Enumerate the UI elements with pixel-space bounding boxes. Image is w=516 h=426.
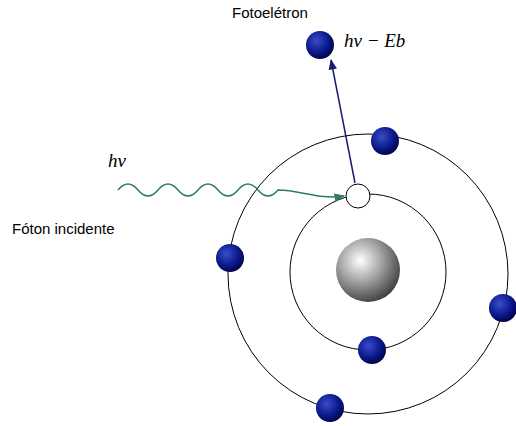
electron <box>216 244 244 272</box>
photon-energy-label: hν <box>108 150 126 172</box>
energy-label: hν − Eb <box>344 30 405 52</box>
electron <box>489 294 516 322</box>
emission-arrow <box>331 60 355 183</box>
photon-label: Fóton incidente <box>12 220 115 237</box>
inner-orbit <box>290 194 446 350</box>
electron <box>371 127 399 155</box>
photoelectron-label: Fotoelétron <box>232 4 308 21</box>
photoelectron <box>306 31 334 59</box>
electron <box>358 336 386 364</box>
nucleus <box>336 238 400 302</box>
electron <box>316 394 344 422</box>
electron-hole <box>346 184 370 208</box>
photon-wave <box>118 184 344 197</box>
outer-orbit <box>228 134 508 414</box>
